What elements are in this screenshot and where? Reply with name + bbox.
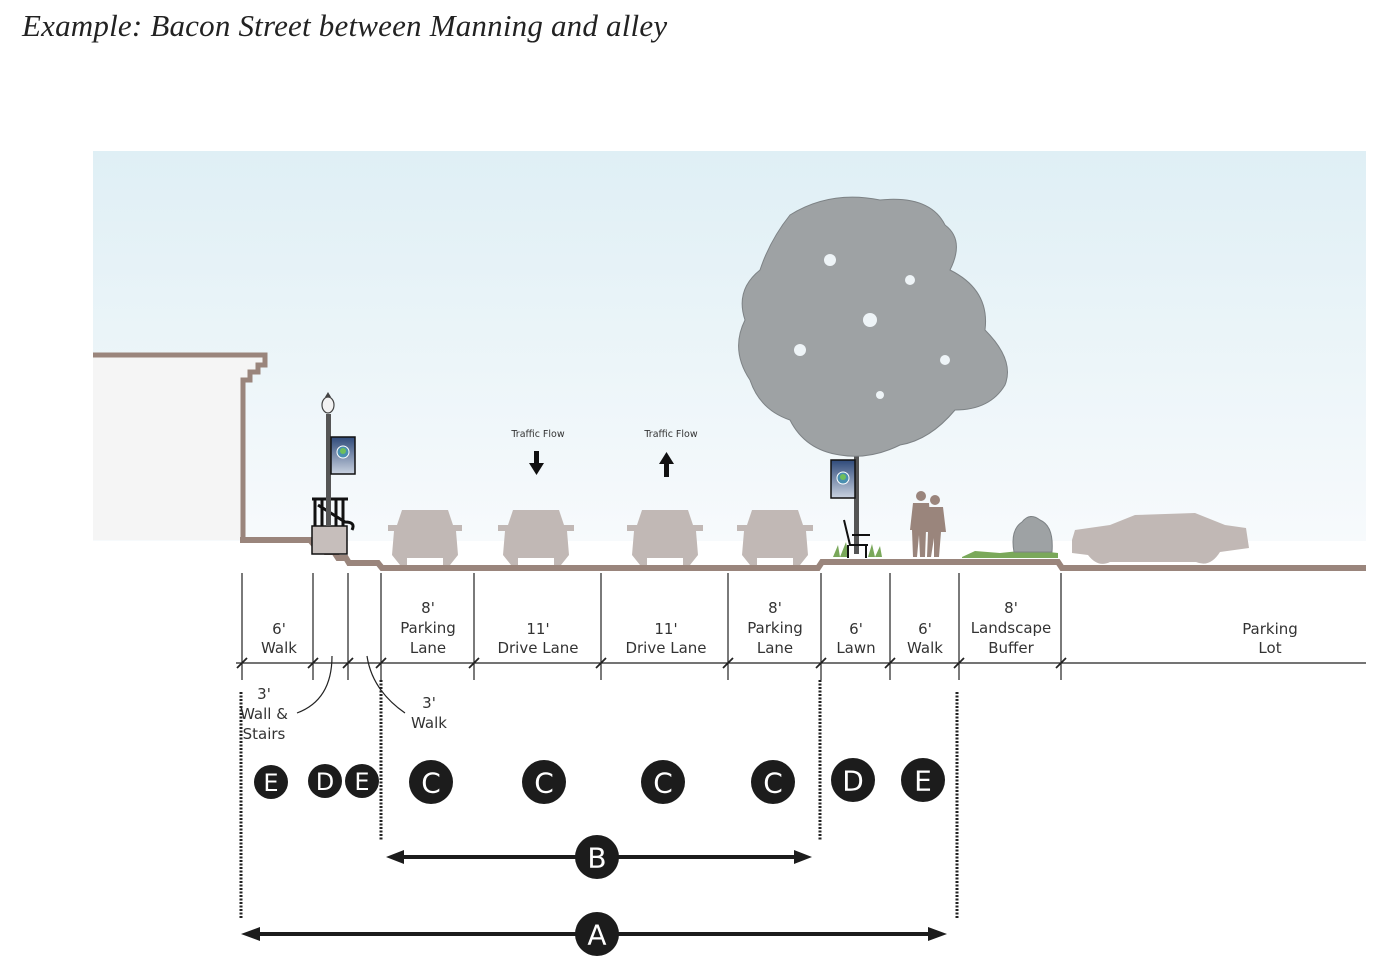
- car-front-4: [737, 510, 813, 565]
- zone-badge-circle: [308, 764, 342, 798]
- dim-label-parking-lot-2: Lot: [1258, 639, 1281, 657]
- zone-badge-label: C: [421, 767, 441, 800]
- span-b-label: B: [587, 842, 606, 875]
- car-front-2: [498, 510, 574, 565]
- zone-badge-circle: [345, 764, 379, 798]
- car-front-3: [627, 510, 703, 565]
- shrub: [1012, 516, 1053, 553]
- dim-label-parking-lot-1: Parking: [1242, 620, 1298, 638]
- zone-badge-e: E: [345, 764, 379, 798]
- dim-size-lawn: 6': [849, 620, 863, 638]
- zone-badge-circle: [522, 760, 566, 804]
- dim-size-walk-left: 6': [272, 620, 286, 638]
- arrow-down-icon: [529, 451, 544, 475]
- zone-badge-label: C: [653, 767, 673, 800]
- zone-badge-d: D: [831, 758, 875, 802]
- dim-label-drive-1: Drive Lane: [497, 639, 578, 657]
- dim-label-walk-right: Walk: [907, 639, 943, 657]
- bench: [843, 519, 870, 558]
- zone-boundaries: [239, 680, 959, 918]
- pedestrians: [910, 491, 946, 557]
- dim-label-parking-left-2: Lane: [410, 639, 446, 657]
- traffic-flow-label-1: Traffic Flow: [510, 429, 564, 440]
- dim-label-lawn: Lawn: [836, 639, 875, 657]
- dim-size-drive-1: 11': [526, 620, 549, 638]
- zone-badge-label: C: [534, 767, 554, 800]
- dimension-lines: [236, 573, 1366, 714]
- zone-badge-c: C: [409, 760, 453, 804]
- zone-badge-c: C: [751, 760, 795, 804]
- callout-wall-stairs-size: 3': [257, 685, 271, 703]
- zone-badge-c: C: [522, 760, 566, 804]
- building: [93, 352, 268, 540]
- zone-badge-label: D: [316, 768, 334, 796]
- dim-label-parking-right-2: Lane: [757, 639, 793, 657]
- dim-size-parking-left: 8': [421, 599, 435, 617]
- span-a-label: A: [587, 919, 606, 952]
- zone-badge-label: E: [354, 768, 369, 796]
- dim-size-landscape-buffer: 8': [1004, 599, 1018, 617]
- car-side: [1072, 513, 1249, 564]
- dim-size-parking-right: 8': [768, 599, 782, 617]
- car-front-1: [388, 510, 462, 565]
- sky: [93, 151, 1366, 541]
- zone-badge-circle: [641, 760, 685, 804]
- zone-badge-circle: [901, 758, 945, 802]
- zone-badge-c: C: [641, 760, 685, 804]
- page-title: Example: Bacon Street between Manning an…: [22, 8, 668, 43]
- dim-size-drive-2: 11': [654, 620, 677, 638]
- zone-badge-label: D: [842, 765, 864, 798]
- zone-badge-circle: [751, 760, 795, 804]
- zone-badge-d: D: [308, 764, 342, 798]
- callout-wall-stairs-label-1: Wall &: [240, 705, 288, 723]
- tree: [738, 196, 1008, 457]
- dim-label-landscape-buffer-2: Buffer: [988, 639, 1034, 657]
- zone-badge-label: E: [263, 769, 278, 797]
- street-light-left: [321, 392, 356, 526]
- zone-badge-circle: [831, 758, 875, 802]
- zone-badge-circle: [409, 760, 453, 804]
- dim-label-walk-left: Walk: [261, 639, 297, 657]
- dim-size-walk-right: 6': [918, 620, 932, 638]
- arrow-up-icon: [659, 452, 674, 477]
- callout-walk-label: Walk: [411, 714, 447, 732]
- zone-badge-label: C: [763, 767, 783, 800]
- wall-and-stairs: [311, 497, 355, 555]
- dim-label-parking-right-1: Parking: [747, 619, 803, 637]
- callout-walk-size: 3': [422, 694, 436, 712]
- dim-label-parking-left-1: Parking: [400, 619, 456, 637]
- span-b-badge: B: [575, 835, 619, 879]
- dim-label-landscape-buffer-1: Landscape: [971, 619, 1052, 637]
- traffic-flow-label-2: Traffic Flow: [643, 429, 697, 440]
- callout-wall-stairs-label-2: Stairs: [243, 725, 286, 743]
- zone-badge-circle: [254, 765, 288, 799]
- zone-badge-e: E: [901, 758, 945, 802]
- span-a-badge: A: [575, 912, 619, 956]
- zone-badge-label: E: [914, 765, 932, 798]
- dim-label-drive-2: Drive Lane: [625, 639, 706, 657]
- zone-badge-e: E: [254, 765, 288, 799]
